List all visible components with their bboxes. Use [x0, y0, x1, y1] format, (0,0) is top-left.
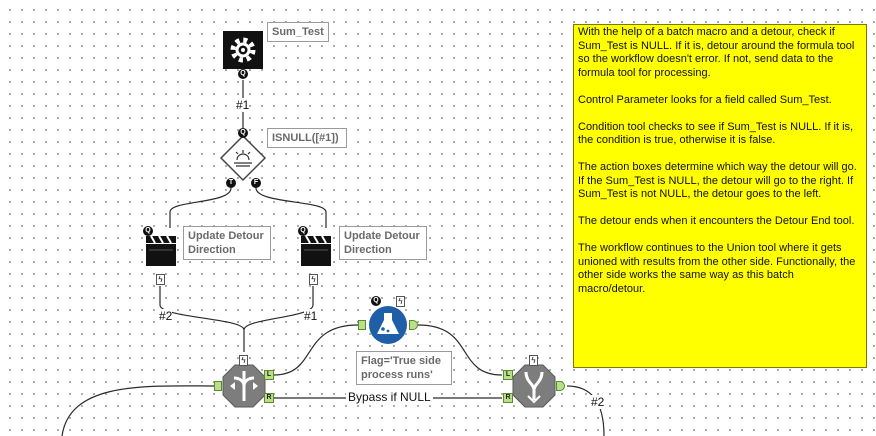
detour-right-output-anchor[interactable]: R: [264, 393, 274, 403]
note-paragraph: The action boxes determine which way the…: [578, 161, 857, 200]
note-paragraph: With the help of a batch macro and a det…: [578, 26, 855, 79]
wire-condition-true-to-left-action[interactable]: [169, 187, 232, 228]
formula-label: Flag='True side process runs': [356, 351, 452, 385]
action-tool-right[interactable]: [301, 235, 331, 266]
action-tool-left[interactable]: [146, 235, 176, 266]
question-badge-action-right: Q: [298, 226, 308, 236]
wire-detour-left-to-formula[interactable]: [273, 324, 359, 376]
formula-output-anchor[interactable]: [409, 320, 418, 330]
detour-input-anchor[interactable]: [214, 381, 222, 391]
bolt-anchor-detour[interactable]: ϟ: [239, 355, 248, 366]
wire-right-action-to-detour[interactable]: [243, 286, 314, 331]
detour-icon: [222, 364, 266, 408]
detour-end-output-anchor[interactable]: [556, 381, 565, 391]
detour-end-tool[interactable]: [512, 364, 556, 408]
formula-tool[interactable]: [369, 306, 407, 344]
condition-icon: [234, 150, 252, 167]
comment-note[interactable]: With the help of a batch macro and a det…: [573, 24, 867, 368]
question-badge-control: Q: [238, 69, 248, 79]
note-paragraph: Condition tool checks to see if Sum_Test…: [578, 120, 854, 147]
wire-detour-end-output[interactable]: [566, 385, 605, 436]
note-paragraph: The workflow continues to the Union tool…: [578, 242, 856, 295]
condition-tool[interactable]: [219, 134, 267, 182]
condition-label: ISNULL([#1]): [267, 128, 347, 148]
flask-icon: [377, 313, 399, 334]
bolt-anchor-action-right[interactable]: ϟ: [309, 274, 318, 285]
bolt-anchor-detour-end[interactable]: ϟ: [529, 355, 538, 366]
question-badge-action-left: Q: [143, 226, 153, 236]
bolt-anchor-formula[interactable]: ϟ: [396, 296, 405, 307]
gear-icon: [230, 37, 256, 63]
wire-incoming-left[interactable]: [61, 385, 219, 436]
control-parameter-tool[interactable]: [223, 31, 263, 69]
detour-end-right-input-anchor[interactable]: R: [503, 393, 513, 403]
action-right-label: Update Detour Direction: [339, 226, 427, 260]
false-anchor[interactable]: F: [251, 178, 261, 188]
formula-input-anchor[interactable]: [358, 320, 366, 330]
wire-label-output: #2: [591, 395, 605, 409]
wire-condition-false-to-right-action[interactable]: [255, 187, 327, 228]
clapperboard-icon: [301, 235, 331, 266]
action-left-label: Update Detour Direction: [183, 226, 271, 260]
wire-label-left-action: #2: [159, 309, 173, 323]
true-anchor[interactable]: T: [226, 178, 236, 188]
detour-left-output-anchor[interactable]: L: [264, 370, 274, 380]
control-parameter-label: Sum_Test: [267, 22, 329, 42]
clapperboard-icon: [146, 235, 176, 266]
bolt-anchor-action-left[interactable]: ϟ: [156, 274, 165, 285]
detour-end-icon: [512, 364, 556, 408]
wire-left-action-to-detour[interactable]: [159, 286, 245, 352]
wire-formula-to-detour-end[interactable]: [417, 324, 503, 376]
detour-end-left-input-anchor[interactable]: L: [503, 370, 513, 380]
detour-tool[interactable]: [222, 364, 266, 408]
note-paragraph: The detour ends when it encounters the D…: [578, 215, 855, 227]
question-badge-formula: Q: [371, 296, 381, 306]
question-badge-condition: Q: [238, 128, 248, 138]
wire-label-right-action: #1: [304, 309, 318, 323]
note-paragraph: Control Parameter looks for a field call…: [578, 93, 832, 106]
wire-label-control-to-condition: #1: [236, 98, 250, 112]
wire-label-bypass: Bypass if NULL: [346, 390, 433, 404]
